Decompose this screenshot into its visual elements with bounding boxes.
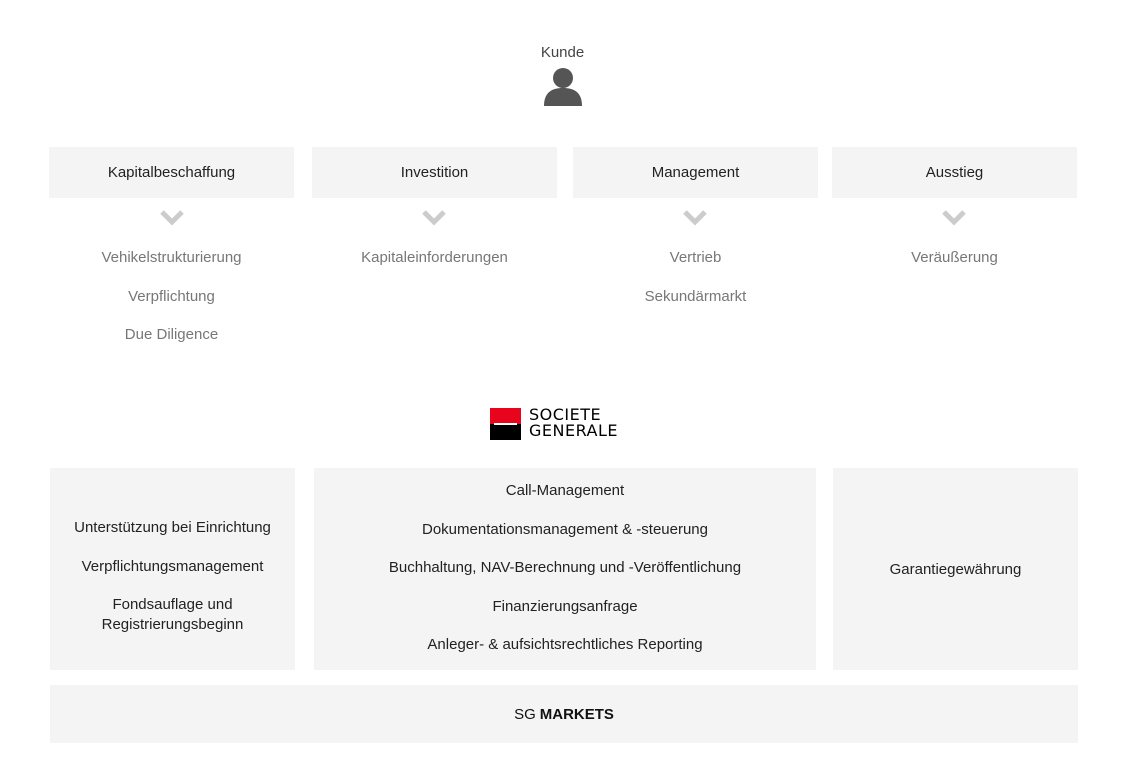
sg-markets-prefix: SG	[514, 705, 536, 723]
chevron-down-icon	[942, 210, 966, 226]
service-list-left: Unterstützung bei Einrichtung Verpflicht…	[50, 518, 295, 654]
phase-item: Kapitaleinforderungen	[361, 249, 508, 266]
phase-items-kapitalbeschaffung: Vehikelstrukturierung Verpflichtung Due …	[49, 246, 294, 362]
phase-item: Veräußerung	[911, 249, 998, 266]
sg-markets-name: MARKETS	[539, 705, 614, 723]
phase-header-investition: Investition	[312, 147, 557, 198]
chevron-down-icon	[422, 210, 446, 226]
service-box-operations: Call-Management Dokumentationsmanagement…	[314, 468, 816, 670]
service-item: Dokumentationsmanagement & -steuerung	[422, 520, 708, 538]
service-item: Unterstützung bei Einrichtung	[74, 519, 271, 536]
logo-line-2: GENERALE	[529, 421, 619, 440]
phase-item: Vertrieb	[669, 249, 722, 266]
customer-label: Kunde	[540, 44, 585, 61]
phase-header-management: Management	[573, 147, 818, 198]
phase-item: Verpflichtung	[128, 287, 215, 305]
societe-generale-logo: SOCIETE GENERALE	[490, 407, 650, 441]
phase-items-investition: Kapitaleinforderungen	[312, 246, 557, 285]
service-item: Finanzierungsanfrage	[492, 597, 638, 615]
sg-markets-bar: SG MARKETS	[50, 685, 1078, 743]
person-icon	[544, 68, 582, 106]
service-item: Buchhaltung, NAV-Berechnung und -Veröffe…	[388, 559, 742, 576]
service-item: Fondsauflage und Registrierungsbeginn	[101, 596, 244, 633]
service-box-setup: Unterstützung bei Einrichtung Verpflicht…	[50, 468, 295, 670]
phase-items-ausstieg: Veräußerung	[832, 246, 1077, 285]
service-box-guarantee: Garantiegewährung	[833, 468, 1078, 670]
phase-item: Sekundärmarkt	[644, 287, 747, 305]
chevron-down-icon	[160, 210, 184, 226]
service-item: Call-Management	[505, 482, 625, 499]
chevron-down-icon	[683, 210, 707, 226]
phase-item: Due Diligence	[124, 326, 219, 343]
service-item: Garantiegewährung	[889, 560, 1022, 578]
service-item: Verpflichtungsmanagement	[81, 557, 264, 575]
logo-flag-icon	[490, 408, 521, 440]
phase-header-kapitalbeschaffung: Kapitalbeschaffung	[49, 147, 294, 198]
logo-wordmark: SOCIETE GENERALE	[529, 407, 618, 439]
phase-item: Vehikelstrukturierung	[101, 249, 242, 266]
service-list-center: Call-Management Dokumentationsmanagement…	[314, 481, 816, 674]
phase-items-management: Vertrieb Sekundärmarkt	[573, 246, 818, 323]
service-item: Anleger- & aufsichtsrechtliches Reportin…	[427, 636, 703, 653]
logo-line-1: SOCIETE	[529, 405, 602, 424]
phase-header-ausstieg: Ausstieg	[832, 147, 1077, 198]
